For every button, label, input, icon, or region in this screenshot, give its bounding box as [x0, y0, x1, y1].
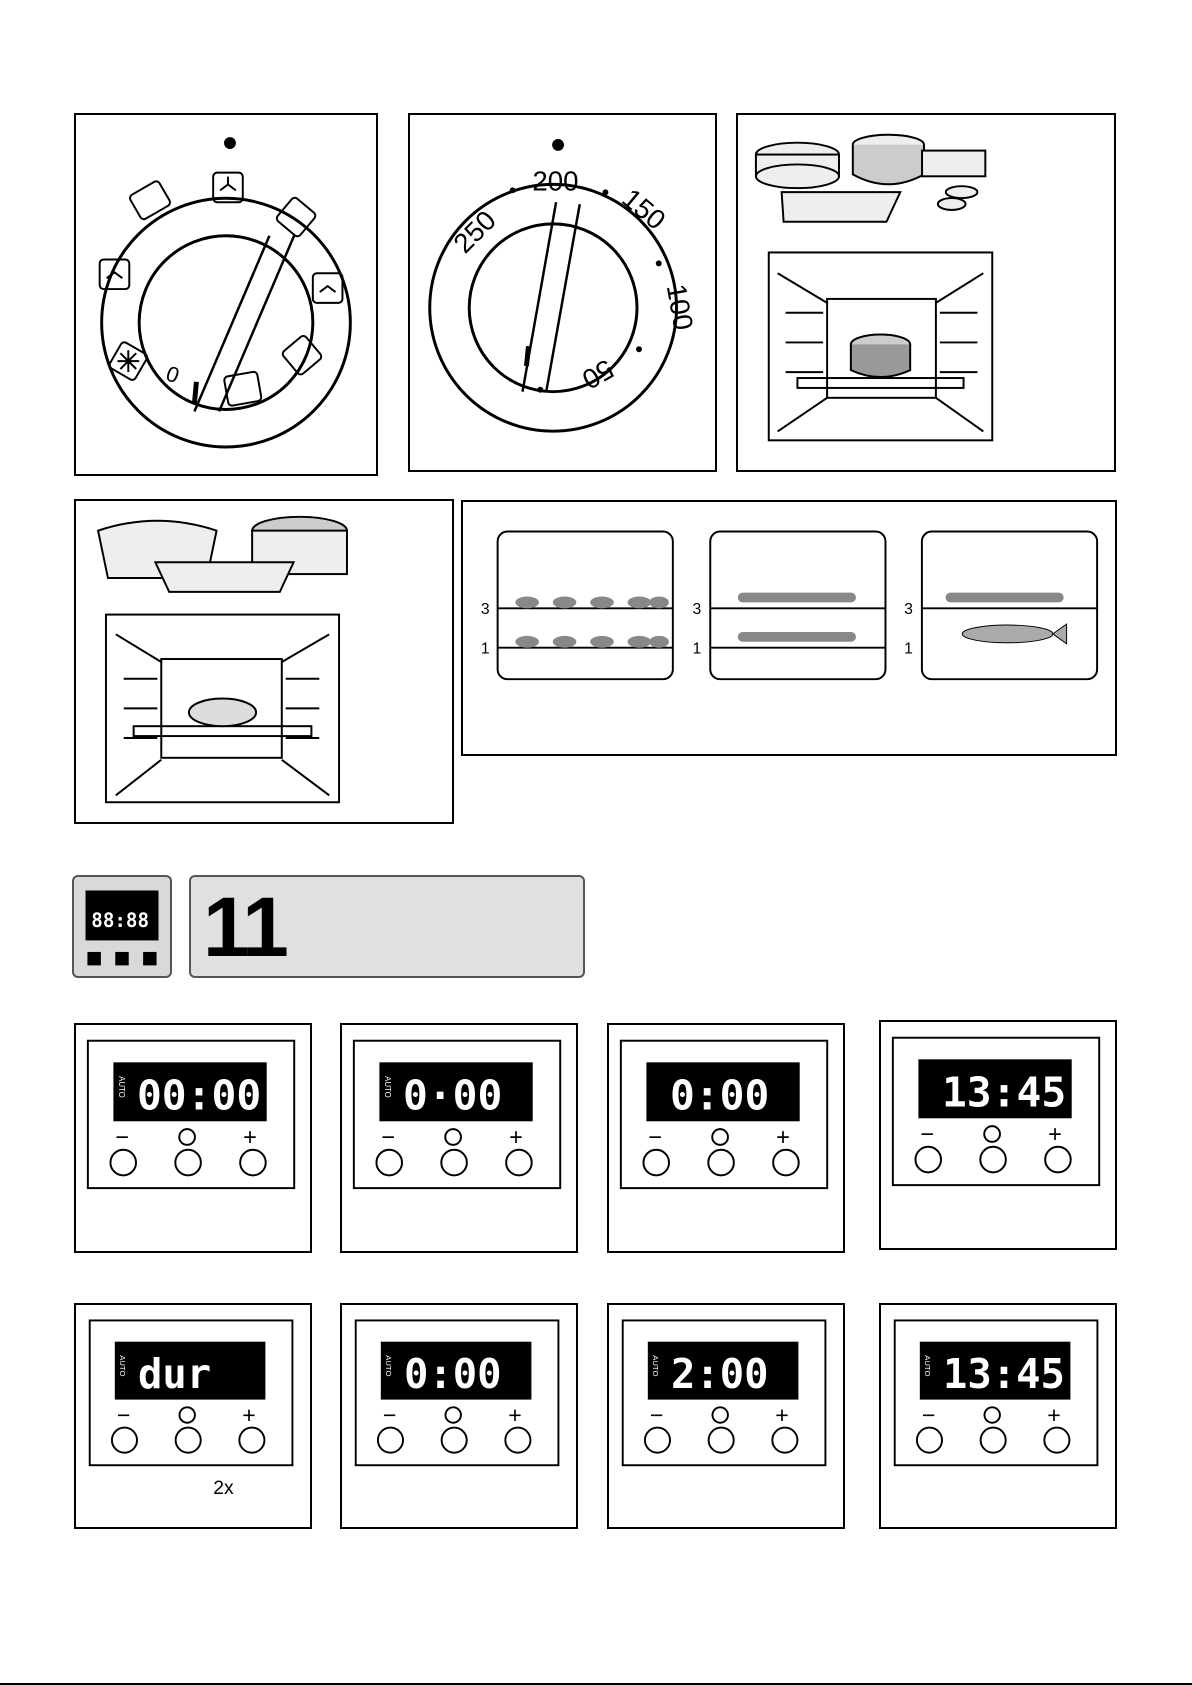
timer-display-text: 13:45 — [943, 1350, 1065, 1398]
minus-button[interactable] — [110, 1150, 136, 1176]
auto-indicator: AUTO — [118, 1355, 127, 1376]
clock-button[interactable] — [442, 1428, 467, 1453]
section-number: 11 — [203, 879, 286, 976]
minus-button[interactable] — [376, 1150, 402, 1176]
minus-button[interactable] — [645, 1428, 670, 1453]
function-dial-panel: 0 — [74, 113, 378, 476]
temperature-dial-panel: 250 200 150 100 50 — [408, 113, 717, 472]
auto-indicator: AUTO — [384, 1355, 393, 1376]
timer-display-text: 0·00 — [403, 1072, 502, 1120]
temp-label-200: 200 — [532, 165, 578, 196]
plus-button[interactable] — [772, 1428, 797, 1453]
clock-button[interactable] — [176, 1428, 201, 1453]
clock-button[interactable] — [175, 1150, 201, 1176]
oven-tarts-icon — [710, 532, 885, 680]
plus-button[interactable] — [239, 1428, 264, 1453]
auto-indicator: AUTO — [651, 1355, 660, 1376]
clock-button[interactable] — [708, 1150, 734, 1176]
minus-label: − — [115, 1124, 129, 1150]
cake-tins-icon — [756, 135, 985, 222]
timer-step-panel: 0:00 AUTO − + — [340, 1303, 578, 1529]
clock-button[interactable] — [709, 1428, 734, 1453]
plus-label: + — [509, 1124, 523, 1150]
plus-button[interactable] — [1044, 1428, 1069, 1453]
auto-indicator: AUTO — [117, 1076, 126, 1098]
minus-label: − — [920, 1121, 934, 1147]
plus-label: + — [776, 1124, 790, 1150]
timer-step-panel: 13:45 AUTO − + — [879, 1303, 1117, 1529]
timer-step-panel: 0:00− + — [607, 1023, 845, 1253]
plus-button[interactable] — [1045, 1147, 1071, 1173]
shelf-label-3: 3 — [481, 601, 490, 618]
clock-button[interactable] — [441, 1150, 467, 1176]
minus-label: − — [922, 1402, 936, 1428]
timer-display-text: 2:00 — [671, 1350, 769, 1398]
minus-button[interactable] — [112, 1428, 137, 1453]
roasting-dishes-icon — [98, 517, 347, 592]
auto-indicator: AUTO — [923, 1355, 932, 1376]
minus-label: − — [383, 1402, 397, 1428]
clock-button[interactable] — [981, 1428, 1006, 1453]
roasting-dishes-panel — [74, 499, 454, 824]
shelf-label-3: 3 — [693, 601, 702, 618]
plus-label: + — [1047, 1402, 1061, 1428]
shelf-positions-panel: 3 1 3 1 3 1 — [461, 500, 1117, 756]
minus-label: − — [650, 1402, 664, 1428]
minus-button[interactable] — [917, 1428, 942, 1453]
timer-step-panel: 0·00 AUTO − + — [340, 1023, 578, 1253]
plus-button[interactable] — [506, 1150, 532, 1176]
plus-label: + — [508, 1402, 522, 1428]
timer-step-panel: dur AUTO − +2x — [74, 1303, 312, 1529]
minus-label: − — [381, 1124, 395, 1150]
baking-tins-panel — [736, 113, 1116, 472]
timer-display-text: 00:00 — [137, 1072, 261, 1120]
shelf-label-1: 1 — [904, 641, 913, 658]
timer-step-panel: 2:00 AUTO − + — [607, 1303, 845, 1529]
press-count-label: 2x — [213, 1478, 234, 1499]
section-header: 11 — [189, 875, 585, 978]
plus-label: + — [242, 1402, 256, 1428]
minus-button[interactable] — [643, 1150, 669, 1176]
timer-display-text: dur — [138, 1350, 211, 1398]
minus-button[interactable] — [378, 1428, 403, 1453]
plus-label: + — [1048, 1121, 1062, 1147]
minus-button[interactable] — [915, 1147, 941, 1173]
oven-tart-fish-icon — [922, 532, 1097, 680]
shelf-label-1: 1 — [693, 641, 702, 658]
timer-panel-icon: 88:88 — [72, 875, 172, 978]
timer-display-text: 0:00 — [404, 1350, 502, 1398]
clock-button[interactable] — [980, 1147, 1006, 1173]
plus-button[interactable] — [773, 1150, 799, 1176]
minus-label: − — [117, 1402, 131, 1428]
minus-label: − — [648, 1124, 662, 1150]
timer-step-panel: 00:00 AUTO − + — [74, 1023, 312, 1253]
timer-display-text: 13:45 — [942, 1069, 1066, 1117]
mini-display-text: 88:88 — [91, 909, 149, 932]
auto-indicator: AUTO — [383, 1076, 392, 1098]
timer-display-text: 0:00 — [670, 1072, 769, 1120]
plus-label: + — [243, 1124, 257, 1150]
shelf-label-1: 1 — [481, 641, 490, 658]
fish-icon — [962, 624, 1066, 644]
shelf-label-3: 3 — [904, 601, 913, 618]
timer-step-panel: 13:45− + — [879, 1020, 1117, 1250]
plus-button[interactable] — [240, 1150, 266, 1176]
plus-button[interactable] — [505, 1428, 530, 1453]
plus-label: + — [775, 1402, 789, 1428]
